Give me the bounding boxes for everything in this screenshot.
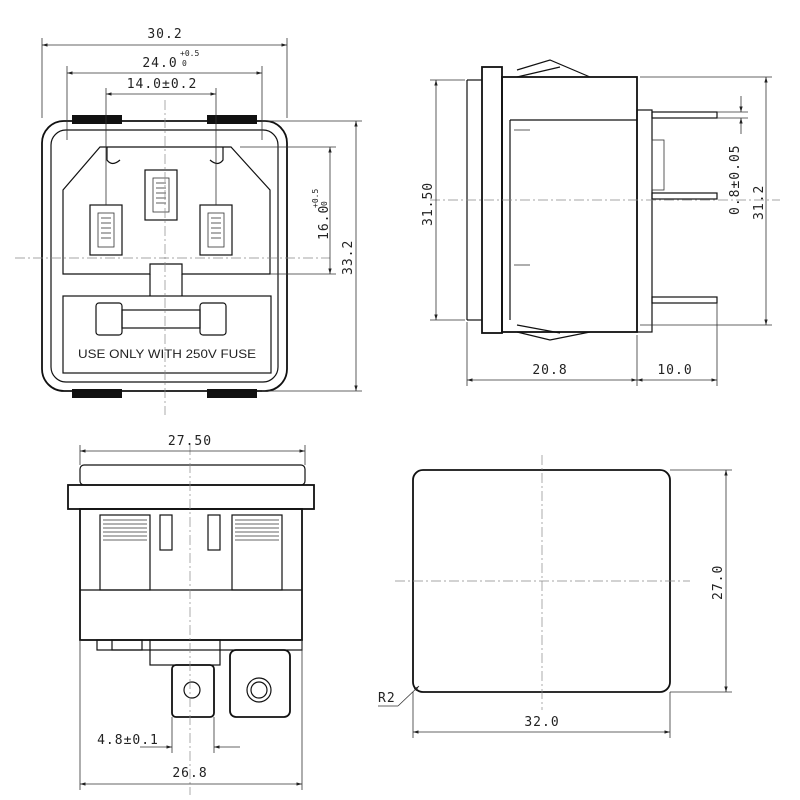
dim-inlet-height: 16.0 bbox=[317, 205, 332, 240]
pin-live bbox=[89, 204, 123, 256]
fuse-warning-label: USE ONLY WITH 250V FUSE bbox=[78, 347, 256, 361]
front-outer-body bbox=[41, 120, 288, 392]
terminal-middle bbox=[651, 192, 718, 200]
bottom-body bbox=[79, 508, 303, 641]
dim-corner-radius: R2 bbox=[378, 691, 396, 706]
dim-body-width: 26.8 bbox=[172, 766, 207, 781]
side-body bbox=[501, 76, 638, 333]
top-right-clip bbox=[207, 115, 257, 124]
bottom-top-lip bbox=[79, 464, 306, 486]
dim-mount-width: 24.0 bbox=[142, 56, 177, 71]
front-inner-body bbox=[50, 129, 279, 383]
bottom-view: 27.50 4.8±0.1 26.8 bbox=[67, 434, 315, 795]
bottom-left-latch bbox=[99, 514, 151, 591]
dim-terminal-thickness: 0.8±0.05 bbox=[728, 144, 743, 215]
side-top-latch bbox=[516, 59, 591, 78]
front-view: USE ONLY WITH 250V FUSE 30.2 24.0 +0.5 0… bbox=[15, 27, 362, 415]
terminal-bottom bbox=[651, 296, 718, 304]
dim-mount-width-tol-upper: +0.5 bbox=[180, 49, 199, 58]
iec-inlet-outline bbox=[62, 146, 271, 275]
fuse-drawer bbox=[62, 295, 272, 374]
top-left-clip bbox=[72, 115, 122, 124]
side-view: 31.50 0.8±0.05 31.2 20.8 10.0 bbox=[421, 59, 780, 386]
inlet-notch-left bbox=[106, 147, 121, 165]
inlet-notch-right bbox=[209, 147, 224, 165]
side-bottom-latch bbox=[516, 324, 591, 341]
dim-mount-width-tol-lower: 0 bbox=[182, 59, 187, 68]
dim-overall-width: 30.2 bbox=[147, 27, 182, 42]
dim-terminal-length: 10.0 bbox=[657, 363, 692, 378]
pin-earth bbox=[144, 169, 178, 221]
side-rear-block bbox=[636, 109, 653, 333]
bottom-right-latch bbox=[231, 514, 283, 591]
dim-terminal-width: 4.8±0.1 bbox=[97, 733, 159, 748]
bottom-flange bbox=[67, 484, 315, 510]
dim-body-height: 31.50 bbox=[421, 182, 436, 226]
dim-body-depth: 20.8 bbox=[532, 363, 567, 378]
dim-pin-spacing: 14.0±0.2 bbox=[127, 77, 198, 92]
dim-inlet-height-tol-lower: 0 bbox=[320, 201, 329, 206]
dim-cutout-width: 32.0 bbox=[524, 715, 559, 730]
fuse-symbol bbox=[95, 302, 227, 336]
dim-overall-height: 33.2 bbox=[341, 240, 356, 275]
bottom-left-clip bbox=[72, 389, 122, 398]
pin-neutral bbox=[199, 204, 233, 256]
terminal-top bbox=[651, 111, 718, 119]
bottom-right-clip bbox=[207, 389, 257, 398]
bottom-terminal-left bbox=[171, 664, 215, 718]
bottom-terminal-right bbox=[229, 649, 291, 718]
dim-cutout-height: 27.0 bbox=[711, 565, 726, 600]
dim-inlet-height-tol-upper: +0.5 bbox=[311, 189, 320, 208]
dim-flange-width: 27.50 bbox=[168, 434, 212, 449]
panel-cutout-view: 27.0 32.0 R2 bbox=[378, 455, 732, 738]
dim-overall-height-side: 31.2 bbox=[752, 185, 767, 220]
